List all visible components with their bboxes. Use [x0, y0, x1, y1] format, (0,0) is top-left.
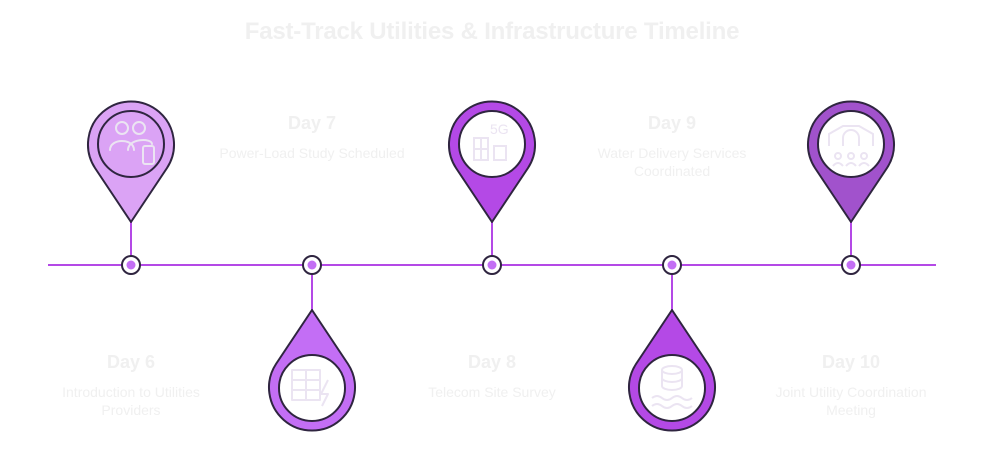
milestone-day-10-label: Day 10 Joint Utility Coordination Meetin… — [751, 352, 951, 419]
milestone-day-10-marker — [807, 100, 895, 275]
milestone-description: Joint Utility Coordination Meeting — [775, 384, 927, 418]
5g-tower-icon: 5G — [473, 121, 509, 161]
milestone-day-6-label: Day 6 Introduction to Utilities Provider… — [31, 352, 231, 419]
power-grid-icon — [291, 369, 329, 407]
milestone-day-9-label: Day 9 Water Delivery Services Coordinate… — [572, 113, 772, 180]
milestone-day: Day 6 — [106, 352, 156, 372]
svg-text:5G: 5G — [490, 121, 509, 137]
page-title: Fast-Track Utilities & Infrastructure Ti… — [244, 18, 740, 45]
milestone-description: Water Delivery Services Coordinated — [597, 145, 747, 179]
milestone-day-6-marker — [87, 100, 175, 275]
milestone-description: Power-Load Study Scheduled — [219, 145, 405, 161]
meeting-icon — [828, 125, 874, 167]
people-phone-icon — [109, 121, 155, 165]
milestone-day: Day 8 — [467, 352, 517, 372]
milestone-day: Day 9 — [647, 113, 697, 133]
water-tank-icon — [651, 365, 693, 409]
milestone-day-7-label: Day 7 Power-Load Study Scheduled — [212, 113, 412, 162]
milestone-day-8-marker: 5G — [448, 100, 536, 275]
milestone-description: Telecom Site Survey — [428, 384, 556, 400]
milestone-day-8-label: Day 8 Telecom Site Survey — [392, 352, 592, 401]
milestone-day-9-marker — [628, 255, 716, 432]
milestone-day-7-marker — [268, 255, 356, 432]
milestone-description: Introduction to Utilities Providers — [62, 384, 200, 418]
milestone-day: Day 7 — [287, 113, 337, 133]
milestone-day: Day 10 — [821, 352, 881, 372]
